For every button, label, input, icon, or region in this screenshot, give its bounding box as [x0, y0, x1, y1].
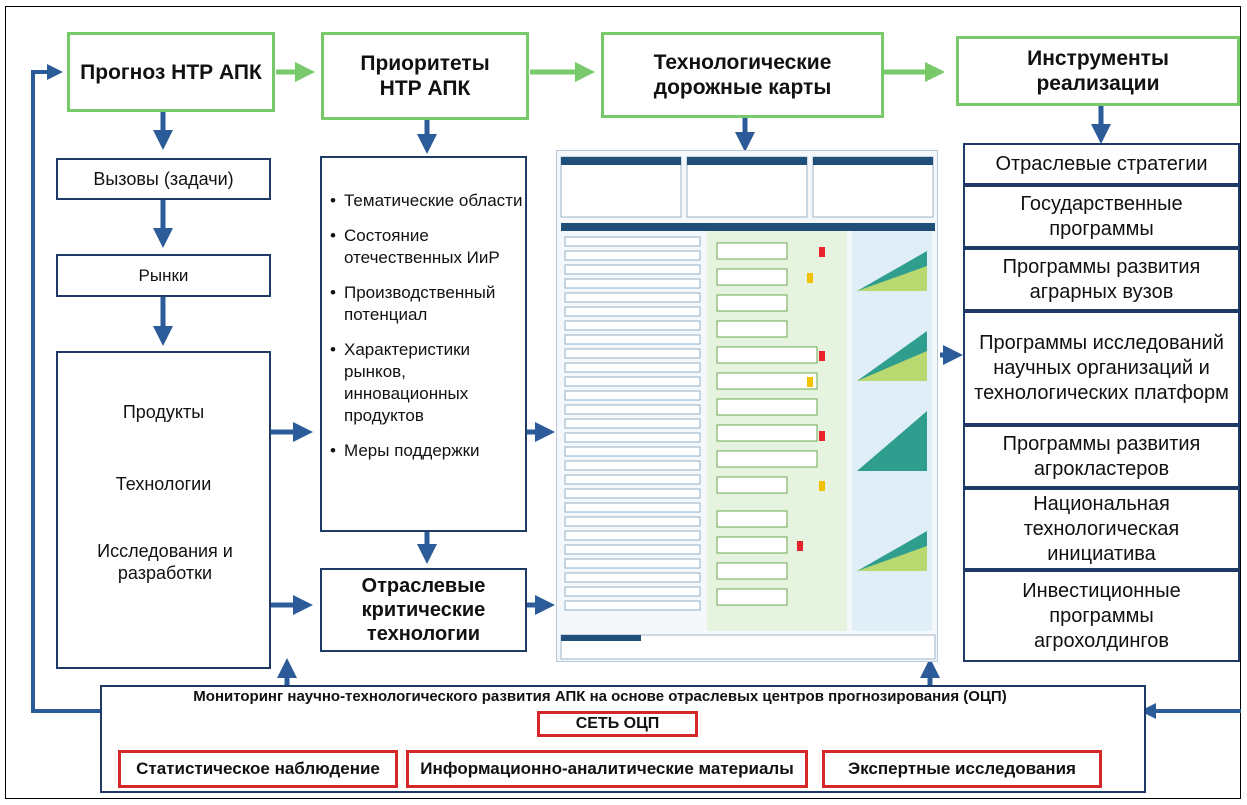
- forecast-box: Прогноз НТР АПК: [67, 32, 275, 112]
- feedback-loop-left: [31, 64, 100, 713]
- priorities-list: Тематические области Состояние отечестве…: [330, 190, 525, 475]
- products-technologies-box: [56, 351, 271, 669]
- statistics-box: Статистическое наблюдение: [118, 750, 398, 788]
- instruments-box: Инструменты реализации: [956, 36, 1240, 106]
- instrument-item: Национальная технологическая инициатива: [963, 488, 1240, 570]
- research-label: Исследования и разработки: [97, 541, 233, 583]
- priority-item: Характеристики рынков, инновационных про…: [330, 339, 525, 427]
- products-label: Продукты: [122, 402, 205, 422]
- instrument-item: Отраслевые стратегии: [963, 143, 1240, 185]
- roadmap-thumbnail-image: [556, 150, 938, 662]
- instrument-item: Программы развития аграрных вузов: [963, 248, 1240, 311]
- priority-item: Производственный потенциал: [330, 282, 525, 326]
- diagram-frame: [5, 6, 1241, 799]
- analytics-box: Информационно-аналитические материалы: [406, 750, 808, 788]
- challenges-box: Вызовы (задачи): [56, 158, 271, 200]
- instrument-item: Программы развития агрокластеров: [963, 425, 1240, 488]
- expert-research-box: Экспертные исследования: [822, 750, 1102, 788]
- roadmaps-box: Технологические дорожные карты: [601, 32, 884, 118]
- instrument-item: Инвестиционные программы агрохолдингов: [963, 570, 1240, 662]
- instrument-item: Государственные программы: [963, 185, 1240, 248]
- instrument-item: Программы исследований научных организац…: [963, 311, 1240, 425]
- priorities-box: Приоритеты НТР АПК: [321, 32, 529, 120]
- priority-item: Тематические области: [330, 190, 525, 212]
- priority-item: Меры поддержки: [330, 440, 525, 462]
- monitoring-title: Мониторинг научно-технологического разви…: [193, 688, 1007, 705]
- technologies-label: Технологии: [115, 474, 212, 494]
- markets-box: Рынки: [56, 254, 271, 297]
- critical-technologies-box: Отраслевые критические технологии: [320, 568, 527, 652]
- network-box: СЕТЬ ОЦП: [537, 711, 698, 737]
- priority-item: Состояние отечественных ИиР: [330, 225, 525, 269]
